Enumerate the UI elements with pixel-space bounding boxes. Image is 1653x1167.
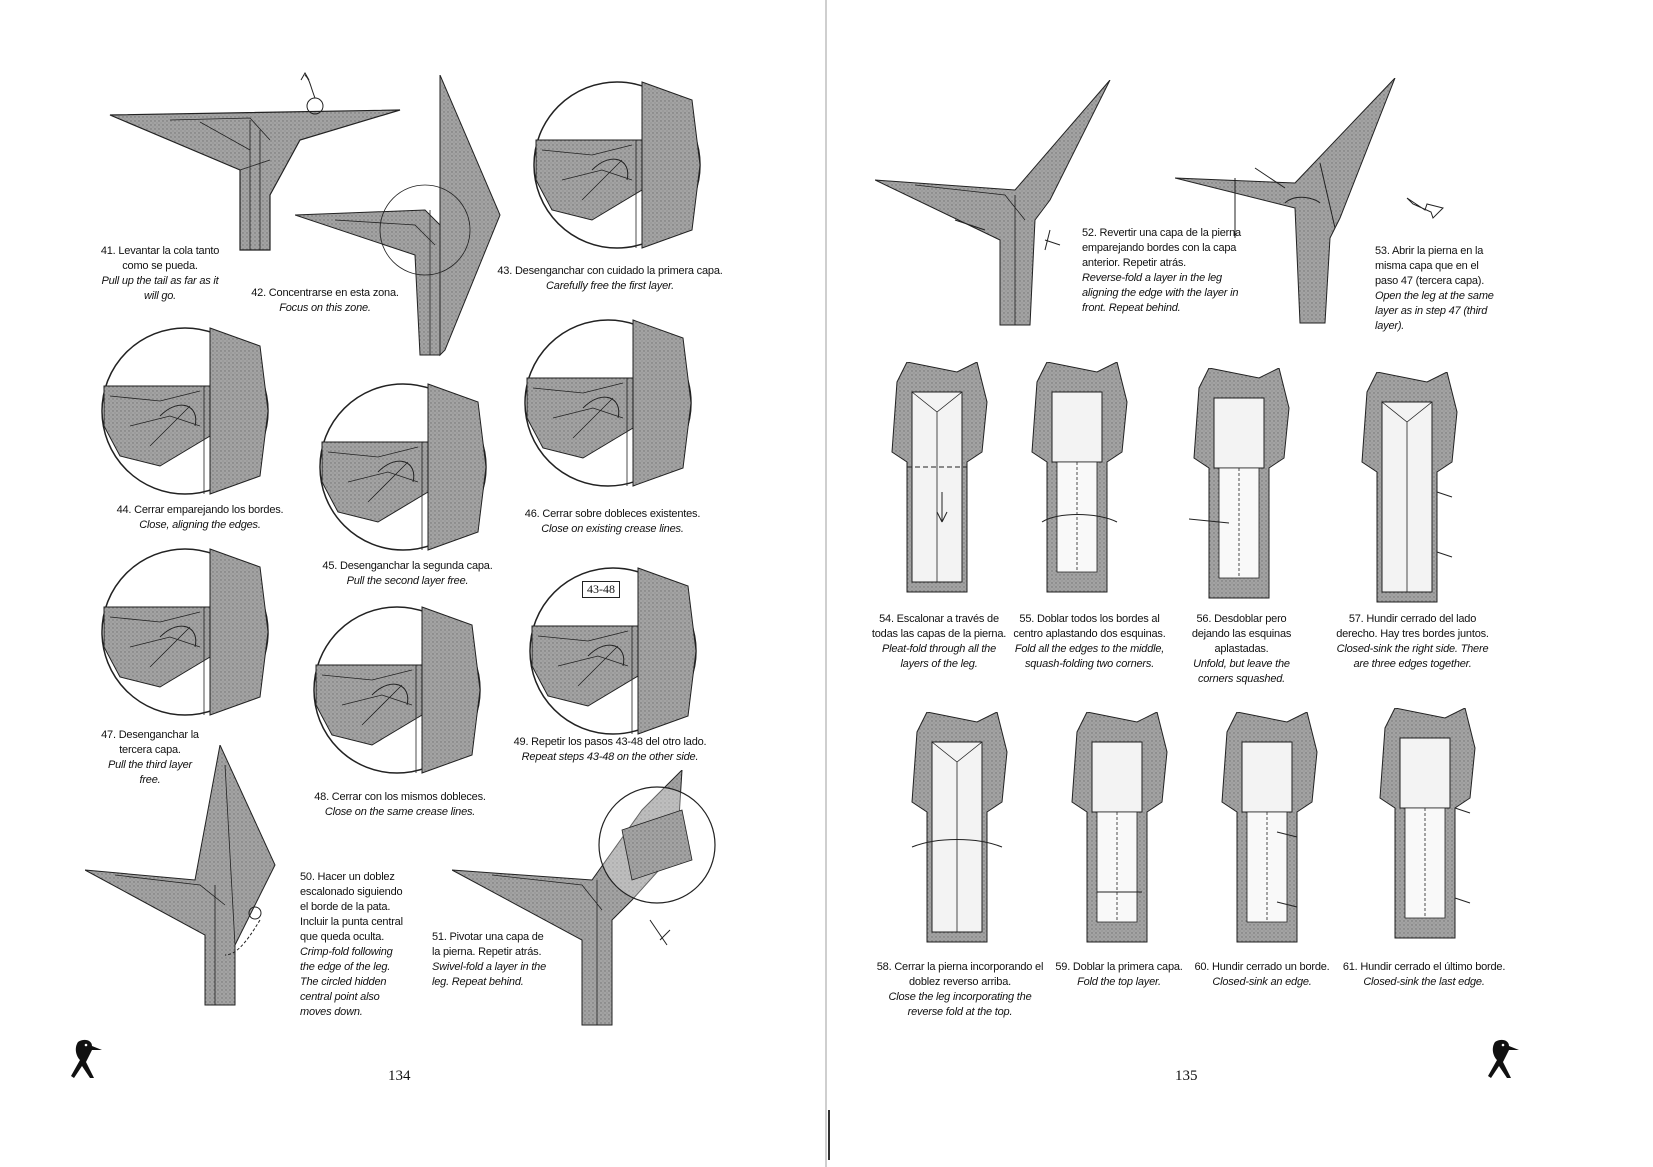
caption-step-48: 48. Cerrar con los mismos dobleces. Clos… <box>314 791 486 818</box>
caption-step-57: 57. Hundir cerrado del lado derecho. Hay… <box>1336 613 1489 670</box>
caption-step-46: 46. Cerrar sobre dobleces existentes. Cl… <box>524 508 701 535</box>
caption-step-59: 59. Doblar la primera capa. Fold the top… <box>1055 961 1183 988</box>
caption-step-54: 54. Escalonar a través de todas las capa… <box>871 613 1007 670</box>
page-number: 135 <box>1175 1068 1198 1084</box>
caption-step-41: 41. Levantar la cola tanto como se pueda… <box>100 245 220 302</box>
caption-step-50: 50. Hacer un doblez escalonado siguiendo… <box>300 871 403 1018</box>
caption-step-53: 53. Abrir la pierna en la misma capa que… <box>1375 245 1494 332</box>
caption-step-60: 60. Hundir cerrado un borde. Closed-sink… <box>1194 961 1330 988</box>
diagram-step-54 <box>887 362 992 597</box>
diagram-step-50 <box>85 745 295 1025</box>
caption-step-61: 61. Hundir cerrado el último borde. Clos… <box>1342 961 1506 988</box>
diagram-step-45 <box>318 382 490 554</box>
step-reference-box: 43-48 <box>582 581 620 598</box>
diagram-step-60 <box>1217 712 1322 947</box>
diagram-step-41 <box>105 70 405 260</box>
diagram-step-48 <box>312 605 484 777</box>
diagram-step-56 <box>1189 368 1294 603</box>
diagram-step-43 <box>532 80 704 252</box>
bird-logo-icon <box>68 1038 108 1087</box>
page-135: 52. Revertir una capa de la pierna empar… <box>827 0 1653 1167</box>
caption-step-45: 45. Desenganchar la segunda capa. Pull t… <box>322 560 493 587</box>
bird-logo-icon <box>1485 1038 1525 1087</box>
diagram-step-46 <box>523 318 695 490</box>
diagram-step-59 <box>1067 712 1172 947</box>
diagram-step-52 <box>875 80 1125 330</box>
diagram-step-51 <box>452 770 717 1030</box>
diagram-step-42 <box>295 75 505 365</box>
page-number: 134 <box>388 1068 411 1084</box>
caption-step-44: 44. Cerrar emparejando los bordes. Close… <box>116 504 284 531</box>
diagram-step-55 <box>1027 362 1132 597</box>
book-spine <box>825 0 827 1167</box>
caption-step-42: 42. Concentrarse en esta zona. Focus on … <box>251 287 399 314</box>
diagram-step-53 <box>1175 78 1405 328</box>
gutter-mark <box>828 1110 830 1160</box>
caption-step-43: 43. Desenganchar con cuidado la primera … <box>497 265 723 292</box>
diagram-step-61 <box>1375 708 1480 943</box>
arrow-icon <box>1405 190 1445 220</box>
caption-step-52: 52. Revertir una capa de la pierna empar… <box>1082 227 1241 314</box>
caption-step-51: 51. Pivotar una capa de la pierna. Repet… <box>432 931 547 988</box>
diagram-step-57 <box>1357 372 1462 607</box>
diagram-step-58 <box>907 712 1012 947</box>
caption-step-58: 58. Cerrar la pierna incorporando el dob… <box>876 961 1044 1018</box>
caption-step-56: 56. Desdoblar pero dejando las esquinas … <box>1191 613 1292 685</box>
page-134: 41. Levantar la cola tanto como se pueda… <box>0 0 826 1167</box>
diagram-step-47 <box>100 547 272 719</box>
caption-step-55: 55. Doblar todos los bordes al centro ap… <box>1013 613 1166 670</box>
caption-step-47: 47. Desenganchar la tercera capa. Pull t… <box>101 729 199 786</box>
diagram-step-44 <box>100 326 272 498</box>
caption-step-49: 49. Repetir los pasos 43-48 del otro lad… <box>513 736 707 763</box>
